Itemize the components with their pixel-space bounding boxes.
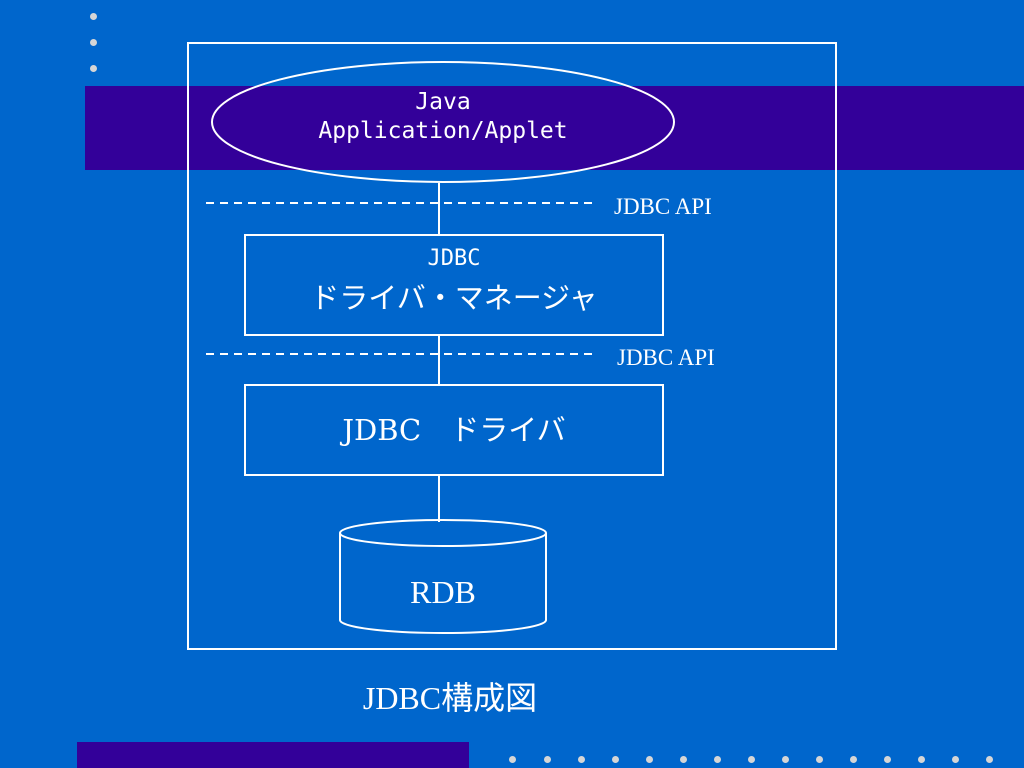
diagram-caption: JDBC構成図 <box>362 680 538 716</box>
decorative-dot <box>680 756 687 763</box>
rdb-cylinder-top <box>339 519 547 547</box>
decorative-dot <box>90 39 97 46</box>
java-application-node <box>211 61 675 183</box>
decorative-dot <box>952 756 959 763</box>
driver-manager-label-line1: JDBC <box>427 246 481 271</box>
jdbc-driver-node <box>244 384 664 476</box>
java-application-label: Java Application/Applet <box>212 88 674 146</box>
decorative-dot <box>850 756 857 763</box>
decorative-dot <box>90 13 97 20</box>
rdb-cylinder-body <box>339 533 547 634</box>
decorative-dot <box>986 756 993 763</box>
decorative-dot <box>544 756 551 763</box>
decorative-dot <box>90 65 97 72</box>
driver-manager-label-line2: ドライバ・マネージャ <box>310 281 598 315</box>
java-label-line2: Application/Applet <box>318 118 568 144</box>
title-band <box>85 86 1024 170</box>
diagram-frame <box>187 42 837 650</box>
decorative-dot <box>748 756 755 763</box>
driver-manager-node <box>244 234 664 336</box>
decorative-dot <box>578 756 585 763</box>
jdbc-api-label-lower: JDBC API <box>617 345 715 370</box>
java-label-line1: Java <box>415 89 471 115</box>
decorative-dot <box>884 756 891 763</box>
rdb-label: RDB <box>410 574 476 610</box>
jdbc-api-label-upper: JDBC API <box>614 194 712 219</box>
decorative-dot <box>918 756 925 763</box>
decorative-dot <box>782 756 789 763</box>
footer-band <box>77 742 469 768</box>
decorative-dot <box>509 756 516 763</box>
decorative-dot <box>612 756 619 763</box>
decorative-dot <box>714 756 721 763</box>
jdbc-driver-label: JDBC ドライバ <box>342 413 566 447</box>
decorative-dot <box>816 756 823 763</box>
decorative-dot <box>646 756 653 763</box>
